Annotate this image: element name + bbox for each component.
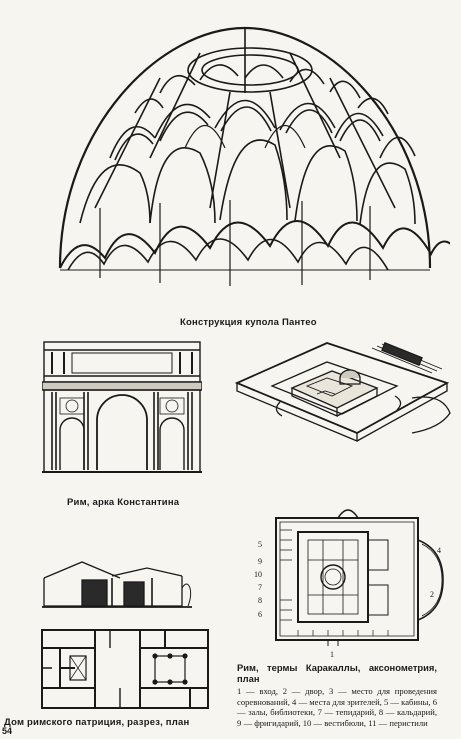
- pantheon-caption: Конструкция купола Пантео: [180, 317, 317, 328]
- plan-number-7: 7: [258, 583, 262, 592]
- page-number: 54: [2, 726, 13, 736]
- plan-number-8: 8: [258, 596, 262, 605]
- house-plan-drawing: [41, 629, 209, 709]
- arch-constantine-figure: [42, 340, 202, 475]
- plan-number-9: 9: [258, 557, 262, 566]
- pantheon-dome-figure: [40, 8, 450, 308]
- caracalla-caption-block: Рим, термы Каракаллы, аксонометрия, план…: [237, 662, 437, 728]
- house-section-drawing: [42, 561, 192, 608]
- plan-number-2: 2: [430, 590, 434, 599]
- house-plan-figure: [40, 628, 210, 710]
- arch-constantine-drawing: [42, 341, 202, 473]
- pantheon-dome-drawing: [58, 26, 450, 286]
- caracalla-caption: Рим, термы Каракаллы, аксонометрия, план: [237, 662, 437, 684]
- plan-number-6: 6: [258, 610, 262, 619]
- caracalla-legend: 1 — вход, 2 — двор, 3 — место для провед…: [237, 686, 437, 728]
- caracalla-plan-figure: [268, 500, 448, 660]
- arch-caption: Рим, арка Константина: [67, 497, 180, 508]
- plan-number-4: 4: [437, 546, 441, 555]
- caracalla-axonometry-drawing: [234, 341, 451, 442]
- house-section-figure: [42, 558, 192, 610]
- caracalla-plan-drawing: [275, 509, 444, 646]
- plan-number-1: 1: [330, 650, 334, 659]
- caracalla-axonometry-figure: [232, 338, 457, 466]
- plan-number-10: 10: [254, 570, 262, 579]
- plan-number-5: 5: [258, 540, 262, 549]
- house-caption: Дом римского патриция, разрез, план: [4, 717, 190, 728]
